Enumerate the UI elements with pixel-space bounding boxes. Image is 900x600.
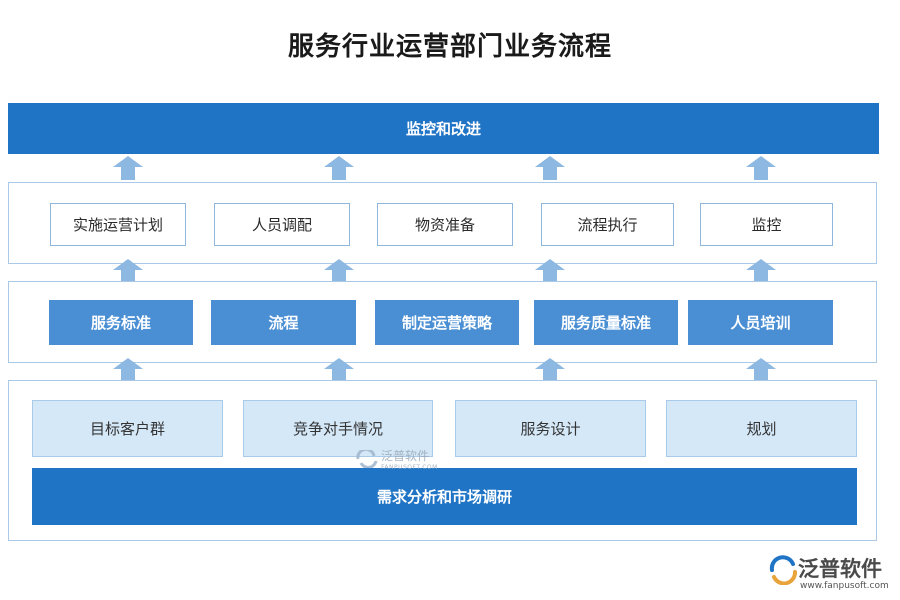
watermark-sub: FANPUSOFT.COM (381, 464, 438, 471)
step-quality-standard: 服务质量标准 (534, 300, 678, 345)
step-planning: 规划 (666, 400, 857, 457)
up-arrow-icon (535, 156, 565, 180)
step-implement-plan: 实施运营计划 (50, 203, 186, 246)
up-arrow-icon (324, 156, 354, 180)
step-service-design: 服务设计 (455, 400, 646, 457)
up-arrow-icon (746, 358, 776, 382)
step-process-exec: 流程执行 (541, 203, 674, 246)
monitor-improve-bar: 监控和改进 (8, 103, 879, 154)
up-arrow-icon (535, 358, 565, 382)
up-arrow-icon (746, 156, 776, 180)
step-competitors: 竞争对手情况 (243, 400, 433, 457)
step-staff-allocation: 人员调配 (214, 203, 350, 246)
watermark-name: 泛普软件 (381, 449, 430, 463)
step-monitor: 监控 (700, 203, 833, 246)
page-title: 服务行业运营部门业务流程 (287, 32, 612, 62)
step-staff-training: 人员培训 (688, 300, 833, 345)
brand-url: www.fanpusoft.com (800, 581, 889, 591)
brand-name: 泛普软件 (798, 557, 882, 581)
watermark-logo-icon (356, 450, 378, 468)
step-service-standard: 服务标准 (49, 300, 193, 345)
brand-logo: 泛普软件 www.fanpusoft.com (768, 553, 893, 595)
demand-research-bar: 需求分析和市场调研 (32, 468, 857, 525)
watermark: 泛普软件 FANPUSOFT.COM (356, 447, 438, 471)
step-process: 流程 (211, 300, 356, 345)
up-arrow-icon (535, 259, 565, 283)
up-arrow-icon (324, 259, 354, 283)
up-arrow-icon (324, 358, 354, 382)
up-arrow-icon (113, 358, 143, 382)
up-arrow-icon (113, 259, 143, 283)
up-arrow-icon (113, 156, 143, 180)
up-arrow-icon (746, 259, 776, 283)
step-operation-strategy: 制定运营策略 (375, 300, 519, 345)
step-target-customers: 目标客户群 (32, 400, 223, 457)
brand-logo-icon (769, 555, 797, 585)
step-material-prep: 物资准备 (377, 203, 513, 246)
